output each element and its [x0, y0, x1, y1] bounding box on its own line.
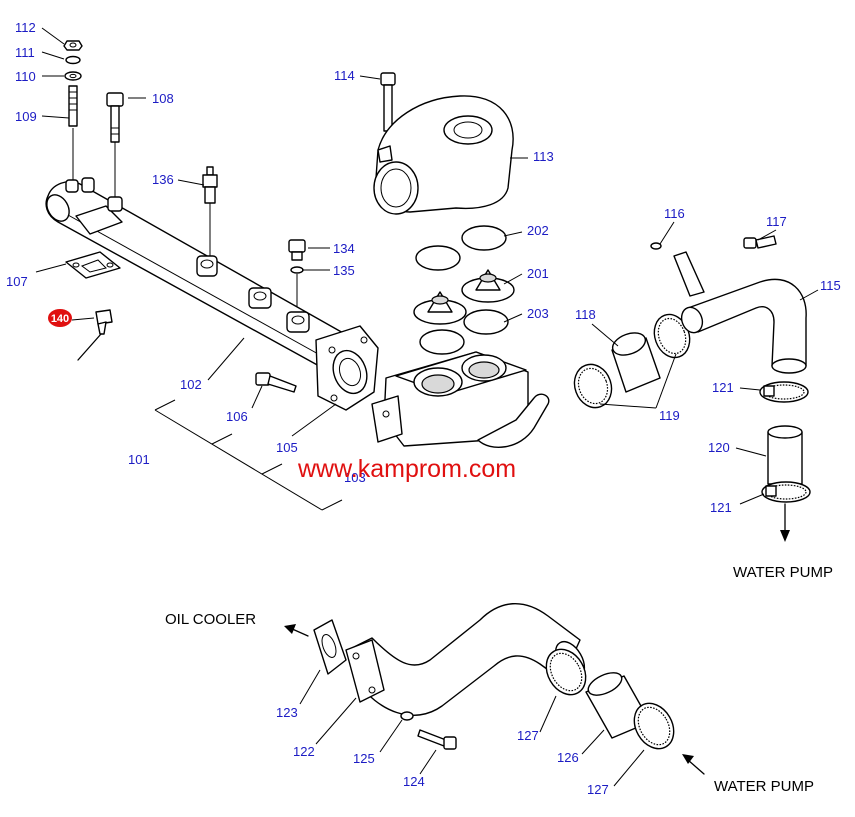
bolt-124[interactable]: [417, 729, 457, 750]
label-201[interactable]: 201: [527, 266, 549, 281]
label-203[interactable]: 203: [527, 306, 549, 321]
label-140: 140: [51, 313, 69, 325]
bracket-116[interactable]: [650, 242, 705, 297]
label-116[interactable]: 116: [664, 206, 685, 221]
label-107[interactable]: 107: [6, 274, 28, 289]
label-122[interactable]: 122: [293, 744, 315, 759]
label-109[interactable]: 109: [15, 109, 37, 124]
label-124[interactable]: 124: [403, 774, 425, 789]
watermark: www.kamprom.com: [297, 455, 516, 483]
arrow-from-water-pump: [682, 754, 705, 775]
label-111[interactable]: 111: [15, 45, 35, 60]
thermostat-housing-103[interactable]: [371, 351, 550, 448]
label-101[interactable]: 101: [128, 452, 150, 467]
washer-111[interactable]: [65, 55, 81, 65]
clamp-121-upper[interactable]: [759, 381, 809, 403]
hose-118[interactable]: [610, 329, 661, 393]
bolt-117[interactable]: [743, 235, 777, 249]
gasket-123[interactable]: [313, 619, 347, 675]
flange-105[interactable]: [315, 325, 379, 411]
label-110[interactable]: 110: [15, 69, 36, 84]
label-119[interactable]: 119: [659, 408, 680, 423]
housing-cover-113[interactable]: [373, 95, 514, 215]
clamp-121-lower[interactable]: [761, 481, 811, 503]
gasket-202[interactable]: [415, 225, 507, 271]
label-127-upper[interactable]: 127: [517, 728, 539, 743]
label-114[interactable]: 114: [334, 68, 355, 83]
label-123[interactable]: 123: [276, 705, 298, 720]
label-103[interactable]: 103: [344, 470, 366, 485]
callout-oil-cooler: OIL COOLER: [165, 611, 256, 628]
clamp-127-lower[interactable]: [626, 696, 681, 756]
label-105[interactable]: 105: [276, 440, 298, 455]
washer-110[interactable]: [64, 71, 82, 81]
label-127-lower[interactable]: 127: [587, 782, 609, 797]
label-113[interactable]: 113: [533, 149, 554, 164]
gasket-107[interactable]: [65, 251, 121, 279]
label-126[interactable]: 126: [557, 750, 579, 765]
label-121-lower[interactable]: 121: [710, 500, 732, 515]
label-106[interactable]: 106: [226, 409, 248, 424]
callout-water-pump-lower: WATER PUMP: [714, 778, 814, 795]
clamp-119b[interactable]: [649, 310, 696, 363]
bolt-108[interactable]: [106, 92, 124, 143]
washer-125[interactable]: [400, 711, 414, 721]
bolt-106[interactable]: [255, 372, 297, 393]
highlight-badge-140[interactable]: 140: [48, 309, 72, 327]
label-121-upper[interactable]: 121: [712, 380, 734, 395]
hose-120[interactable]: [767, 425, 803, 485]
arrow-to-water-pump: [780, 503, 790, 542]
label-115[interactable]: 115: [820, 278, 841, 293]
arrow-to-oil-cooler: [284, 624, 309, 637]
bolt-114[interactable]: [380, 72, 396, 132]
clamp-119a[interactable]: [569, 359, 618, 413]
sensor-136[interactable]: [202, 166, 218, 204]
label-112[interactable]: 112: [15, 20, 36, 35]
callout-water-pump-upper: WATER PUMP: [733, 564, 833, 581]
label-102[interactable]: 102: [180, 377, 202, 392]
assembly-bracket-101: [154, 399, 343, 511]
label-117[interactable]: 117: [766, 214, 787, 229]
o-ring-135[interactable]: [290, 266, 304, 274]
sensor-140[interactable]: [77, 309, 113, 361]
clamp-127-upper[interactable]: [538, 642, 593, 702]
plug-134[interactable]: [288, 239, 306, 261]
thermostat-201[interactable]: [413, 269, 515, 325]
pipe-115[interactable]: [678, 278, 807, 374]
water-manifold-102[interactable]: [42, 177, 353, 373]
label-135[interactable]: 135: [333, 263, 355, 278]
label-108[interactable]: 108: [152, 91, 174, 106]
label-136[interactable]: 136: [152, 172, 174, 187]
nut-112[interactable]: [63, 40, 83, 51]
stud-109[interactable]: [68, 85, 78, 127]
label-202[interactable]: 202: [527, 223, 549, 238]
label-125[interactable]: 125: [353, 751, 375, 766]
label-120[interactable]: 120: [708, 440, 730, 455]
label-134[interactable]: 134: [333, 241, 355, 256]
gasket-203[interactable]: [419, 309, 509, 355]
label-118[interactable]: 118: [575, 307, 596, 322]
leader-lines: [35, 27, 819, 787]
